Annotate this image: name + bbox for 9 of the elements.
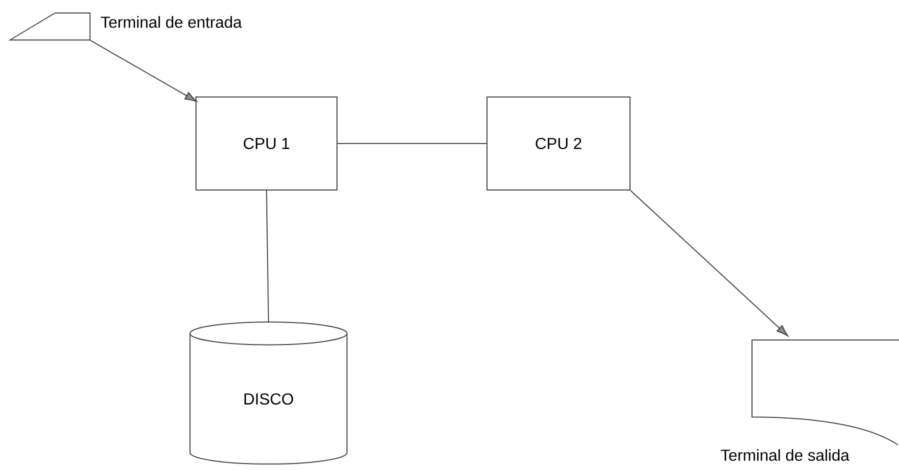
arrow bbox=[90, 40, 197, 102]
terminal-label: Terminal de entrada bbox=[100, 16, 242, 28]
process-box: CPU 1 bbox=[196, 96, 338, 190]
connector-line bbox=[266, 190, 269, 322]
arrow bbox=[630, 190, 788, 336]
process-box: CPU 2 bbox=[486, 96, 630, 190]
disk-cylinder: DISCO bbox=[190, 322, 348, 465]
terminal-label: Terminal de salida bbox=[720, 449, 850, 461]
connector-line bbox=[337, 143, 487, 144]
